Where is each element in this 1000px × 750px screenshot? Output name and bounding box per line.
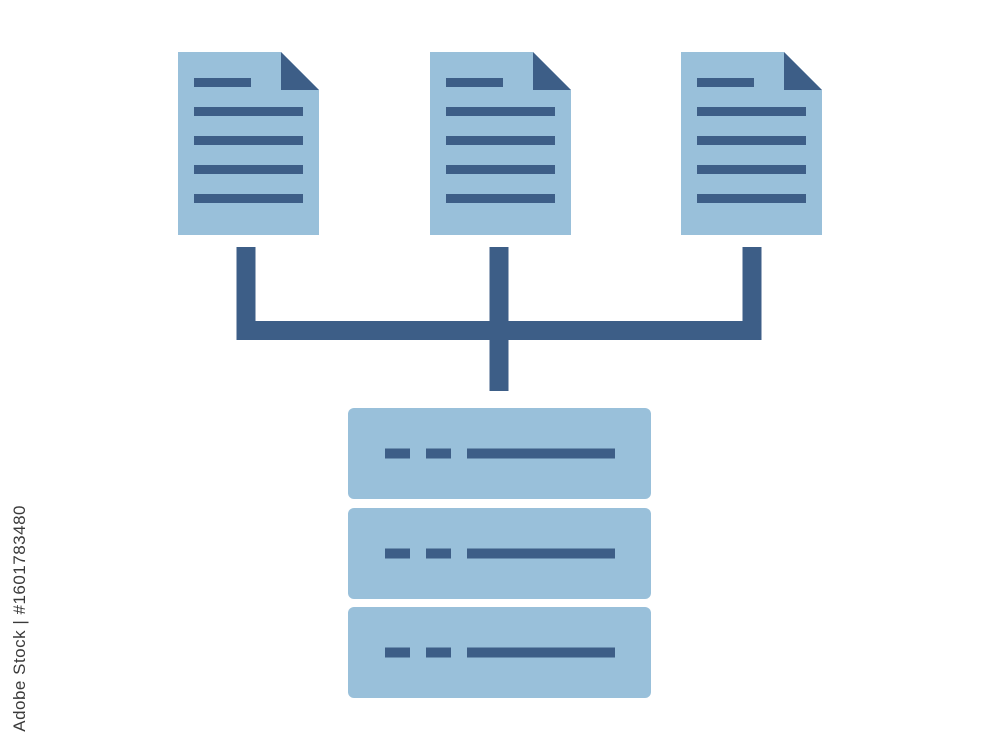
document-text-line [446, 165, 555, 174]
document-text-line [194, 107, 303, 116]
document-fold [533, 52, 571, 90]
server-unit [348, 508, 651, 599]
server-indicator-light [385, 647, 410, 658]
document-text-line [697, 165, 806, 174]
server-indicator-light [385, 548, 410, 559]
document-fold [784, 52, 822, 90]
server-indicator-light [426, 448, 451, 459]
document-text-line [194, 165, 303, 174]
server-indicator-light [426, 647, 451, 658]
server-unit [348, 607, 651, 698]
document-text-line [697, 107, 806, 116]
server-indicator-light [385, 448, 410, 459]
document-text-line [446, 78, 503, 87]
server-indicator-light [426, 548, 451, 559]
watermark-side-text: Adobe Stock | #1601783480 [10, 505, 29, 732]
connector-lines [236, 247, 762, 391]
document-icon [681, 52, 822, 235]
document-text-line [194, 136, 303, 145]
document-icon [178, 52, 319, 235]
document-text-line [446, 136, 555, 145]
server-unit [348, 408, 651, 499]
document-text-line [697, 78, 754, 87]
server-slot-line [467, 647, 615, 658]
server-stack-icon [348, 408, 651, 698]
documents-group [178, 52, 822, 235]
document-fold [281, 52, 319, 90]
connector-stem [489, 321, 509, 391]
document-text-line [194, 78, 251, 87]
document-text-line [697, 136, 806, 145]
document-text-line [446, 194, 555, 203]
document-text-line [697, 194, 806, 203]
connector-drop [236, 247, 256, 340]
server-slot-line [467, 548, 615, 559]
connector-drop [742, 247, 762, 340]
watermark-side: Adobe Stock | #1601783480 [8, 505, 36, 745]
connector-drop [489, 247, 509, 340]
document-text-line [446, 107, 555, 116]
document-text-line [194, 194, 303, 203]
server-slot-line [467, 448, 615, 459]
document-icon [430, 52, 571, 235]
